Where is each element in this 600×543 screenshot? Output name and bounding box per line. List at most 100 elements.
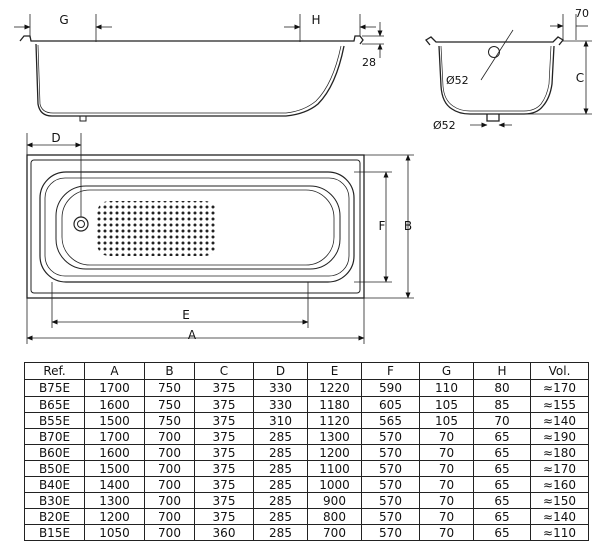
header-cell: D xyxy=(253,362,308,380)
table-cell: 900 xyxy=(307,492,362,509)
table-cell: 105 xyxy=(419,412,474,429)
table-cell: 285 xyxy=(253,428,308,445)
table-cell: 1500 xyxy=(84,460,145,477)
label-phi-overflow: Ø52 xyxy=(446,74,469,87)
header-cell: G xyxy=(419,362,474,380)
label-28: 28 xyxy=(362,56,376,69)
table-cell: 1180 xyxy=(307,396,362,413)
table-cell: 70 xyxy=(419,524,474,541)
table-cell: 285 xyxy=(253,524,308,541)
table-cell: 800 xyxy=(307,508,362,525)
table-cell: B75E xyxy=(24,379,85,397)
table-cell: 65 xyxy=(473,428,531,445)
table-cell: 570 xyxy=(361,428,420,445)
table-cell: 85 xyxy=(473,396,531,413)
end-section-view xyxy=(425,36,564,122)
table-cell: B70E xyxy=(24,428,85,445)
table-cell: 1200 xyxy=(84,508,145,525)
table-cell: 700 xyxy=(307,524,362,541)
table-cell: 1700 xyxy=(84,428,145,445)
table-cell: 700 xyxy=(144,444,195,461)
end-view-tub-body xyxy=(438,45,555,115)
side-view-foot xyxy=(79,115,87,122)
table-cell: 570 xyxy=(361,444,420,461)
table-cell: 65 xyxy=(473,460,531,477)
table-cell: 70 xyxy=(419,428,474,445)
table-cell: 1400 xyxy=(84,476,145,493)
table-cell: B55E xyxy=(24,412,85,429)
table-cell: 375 xyxy=(194,396,254,413)
table-cell: 700 xyxy=(144,476,195,493)
table-cell: 375 xyxy=(194,412,254,429)
table-cell: 375 xyxy=(194,476,254,493)
table-cell: ≈170 xyxy=(530,379,589,397)
table-cell: B65E xyxy=(24,396,85,413)
table-cell: 1220 xyxy=(307,379,362,397)
label-d: D xyxy=(51,131,60,145)
overflow-leader xyxy=(480,29,514,81)
table-cell: B60E xyxy=(24,444,85,461)
table-cell: 570 xyxy=(361,524,420,541)
table-cell: ≈140 xyxy=(530,508,589,525)
table-cell: ≈140 xyxy=(530,412,589,429)
table-cell: 700 xyxy=(144,428,195,445)
table-cell: 285 xyxy=(253,476,308,493)
header-cell: E xyxy=(307,362,362,380)
label-e: E xyxy=(182,308,190,322)
table-cell: 570 xyxy=(361,508,420,525)
table-cell: 700 xyxy=(144,460,195,477)
table-cell: 750 xyxy=(144,412,195,429)
side-elevation-view xyxy=(19,35,364,122)
table-cell: 700 xyxy=(144,492,195,509)
table-cell: 605 xyxy=(361,396,420,413)
table-cell: 570 xyxy=(361,476,420,493)
label-g: G xyxy=(59,13,68,27)
end-view-rim xyxy=(425,36,564,46)
table-cell: 65 xyxy=(473,444,531,461)
label-a: A xyxy=(188,328,197,342)
table-cell: B50E xyxy=(24,460,85,477)
plan-drain-inner xyxy=(77,220,85,228)
table-cell: 70 xyxy=(419,444,474,461)
dimension-28 xyxy=(362,22,384,58)
plan-inner-bottom xyxy=(55,185,341,270)
table-cell: 65 xyxy=(473,492,531,509)
header-cell: B xyxy=(144,362,195,380)
table-cell: 285 xyxy=(253,492,308,509)
header-cell: Vol. xyxy=(530,362,589,380)
label-phi-drain: Ø52 xyxy=(433,119,456,132)
table-cell: 70 xyxy=(419,460,474,477)
dimension-c xyxy=(502,40,592,115)
label-f: F xyxy=(379,219,386,233)
plan-outer-rim xyxy=(26,154,365,299)
label-70: 70 xyxy=(575,7,589,20)
table-cell: 285 xyxy=(253,508,308,525)
table-cell: 750 xyxy=(144,396,195,413)
table-cell: 1050 xyxy=(84,524,145,541)
header-cell: F xyxy=(361,362,420,380)
table-cell: 375 xyxy=(194,492,254,509)
dimension-e xyxy=(51,282,309,328)
table-cell: 375 xyxy=(194,379,254,397)
table-cell: 1600 xyxy=(84,396,145,413)
header-cell: H xyxy=(473,362,531,380)
table-header-row: Ref. A B C D E F G H Vol. xyxy=(24,362,589,380)
dimension-a xyxy=(26,298,365,344)
table-cell: 1300 xyxy=(307,428,362,445)
table-cell: 1000 xyxy=(307,476,362,493)
table-cell: 70 xyxy=(419,492,474,509)
table-cell: 1100 xyxy=(307,460,362,477)
table-cell: 65 xyxy=(473,524,531,541)
table-cell: 360 xyxy=(194,524,254,541)
table-cell: ≈155 xyxy=(530,396,589,413)
table-cell: 70 xyxy=(419,476,474,493)
table-cell: 310 xyxy=(253,412,308,429)
label-h: H xyxy=(311,13,320,27)
